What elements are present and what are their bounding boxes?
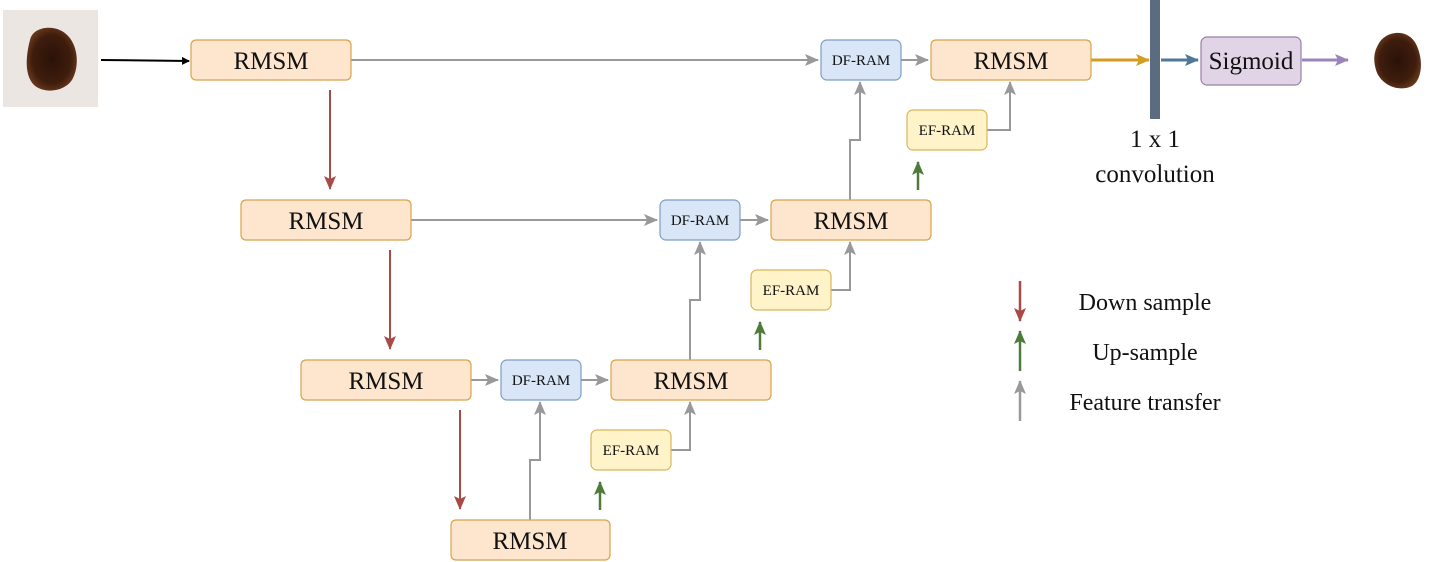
rmsm-label: RMSM — [348, 368, 423, 395]
conv-label-line2: convolution — [1095, 161, 1215, 188]
ef-ram-label: EF-RAM — [919, 123, 976, 139]
rmsm-node-encoder-2: RMSM — [240, 199, 412, 241]
transfer-arrow-rmsm6-df2 — [689, 241, 706, 360]
rmsm-label: RMSM — [973, 48, 1048, 75]
legend: Down sample Up-sample Feature transfer — [1014, 281, 1221, 421]
rmsm-node-encoder-1: RMSM — [190, 39, 352, 81]
transfer-arrow-rmsm5-df3 — [529, 401, 546, 520]
sigmoid-node: Sigmoid — [1200, 36, 1302, 86]
sigmoid-label: Sigmoid — [1209, 48, 1294, 75]
legend-down-label: Down sample — [1079, 290, 1212, 316]
legend-up-label: Up-sample — [1092, 340, 1197, 366]
rmsm-node-decoder-1: RMSM — [930, 39, 1092, 81]
rmsm-node-decoder-3: RMSM — [610, 359, 772, 401]
ef-ram-label: EF-RAM — [763, 283, 820, 299]
ef-ram-label: EF-RAM — [603, 443, 660, 459]
rmsm-node-encoder-3: RMSM — [300, 359, 472, 401]
output-lesion-mask — [1374, 32, 1421, 89]
df-ram-label: DF-RAM — [671, 213, 729, 229]
df-ram-node-3: DF-RAM — [500, 359, 582, 401]
transfer-arrow-ef3-rmsm6 — [671, 401, 696, 451]
rmsm-node-bottleneck: RMSM — [450, 519, 611, 561]
conv-label-line1: 1 x 1 — [1130, 126, 1180, 153]
ef-ram-node-2: EF-RAM — [750, 269, 832, 311]
ef-ram-node-1: EF-RAM — [906, 109, 988, 151]
df-ram-label: DF-RAM — [832, 53, 890, 69]
df-ram-label: DF-RAM — [512, 373, 570, 389]
rmsm-label: RMSM — [653, 368, 728, 395]
transfer-arrow-ef2-rmsm7 — [831, 241, 856, 291]
conv-1x1-bar — [1150, 0, 1160, 119]
input-arrow — [100, 56, 190, 65]
rmsm-label: RMSM — [813, 208, 888, 235]
transfer-arrow-rmsm7-df1 — [849, 81, 866, 200]
input-lesion-image — [3, 10, 98, 107]
ef-ram-node-3: EF-RAM — [590, 429, 672, 471]
rmsm-label: RMSM — [233, 48, 308, 75]
df-ram-node-2: DF-RAM — [659, 199, 741, 241]
rmsm-node-decoder-2: RMSM — [770, 199, 932, 241]
rmsm-label: RMSM — [288, 208, 363, 235]
rmsm-label: RMSM — [492, 528, 567, 555]
df-ram-node-1: DF-RAM — [820, 39, 902, 81]
transfer-arrow-ef1-rmsm8 — [987, 81, 1016, 131]
legend-transfer-label: Feature transfer — [1069, 390, 1220, 416]
